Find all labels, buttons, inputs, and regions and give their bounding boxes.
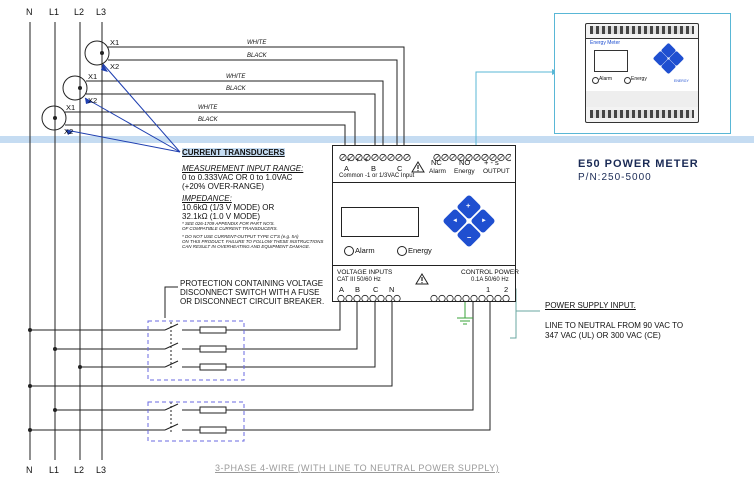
cat-rating-label: CAT III 50/60 Hz bbox=[337, 277, 381, 283]
current-transducers-title: CURRENT TRANSDUCERS bbox=[182, 148, 285, 157]
voltage-inputs-label: VOLTAGE INPUTS bbox=[337, 269, 393, 276]
ct2-black-label: BLACK bbox=[226, 86, 246, 92]
control-rating-label: 0.1A 50/60 Hz bbox=[471, 277, 509, 283]
alarm-label: Alarm bbox=[429, 168, 446, 175]
ct1-x2: X2 bbox=[110, 62, 120, 71]
alarm-led bbox=[344, 246, 354, 256]
power-supply-description: LINE TO NEUTRAL FROM 90 VAC TO 347 VAC (… bbox=[545, 321, 684, 340]
warning-icon bbox=[415, 273, 429, 285]
bus-label-n-bottom: N bbox=[26, 465, 33, 475]
alarm-nc: NC bbox=[431, 158, 442, 167]
voltage-terminal-b: B bbox=[355, 285, 361, 294]
voltage-terminal-a: A bbox=[339, 285, 345, 294]
meter-display bbox=[341, 207, 419, 237]
measurement-heading: MEASUREMENT INPUT RANGE: bbox=[182, 164, 304, 173]
energy-led-label: Energy bbox=[408, 246, 432, 255]
product-title: E50 POWER METER bbox=[578, 158, 699, 170]
meter-divider-bottom bbox=[333, 265, 515, 266]
thumb-face: Energy Meter Alarm Energy ENERGY bbox=[586, 38, 698, 92]
bus-label-n-top: N bbox=[26, 7, 33, 17]
thumb-bottom-terminals bbox=[590, 110, 694, 118]
protection-note: PROTECTION CONTAINING VOLTAGE DISCONNECT… bbox=[180, 279, 325, 306]
output-label: OUTPUT bbox=[483, 168, 510, 175]
ct1-x1: X1 bbox=[110, 38, 120, 47]
meter-thumbnail-frame: Energy Meter Alarm Energy ENERGY bbox=[554, 13, 731, 134]
control-terminal-1: 1 bbox=[486, 285, 491, 294]
thumb-energy-led bbox=[624, 77, 631, 84]
ct1-white-label: WHITE bbox=[247, 40, 267, 46]
ct1-black-label: BLACK bbox=[247, 53, 267, 59]
energy-led bbox=[397, 246, 407, 256]
bus-label-l3-bottom: L3 bbox=[96, 465, 107, 475]
common-input-label: Common -1 or 1/3VAC Input bbox=[339, 173, 415, 179]
minus-icon: − bbox=[467, 233, 472, 242]
alarm-no: NO bbox=[459, 158, 471, 167]
thumb-top-terminals bbox=[590, 26, 694, 34]
bus-label-l3-top: L3 bbox=[96, 7, 107, 17]
warning-icon bbox=[411, 161, 425, 173]
ct-note-warning: * DO NOT USE CURRENT-OUTPUT TYPE CT'S (e… bbox=[182, 234, 324, 249]
thumb-screen-label: Energy Meter bbox=[590, 40, 621, 46]
thumb-brand-label: ENERGY bbox=[674, 79, 689, 83]
left-arrow-icon: ◄ bbox=[452, 218, 458, 224]
diagram-footer: 3-PHASE 4-WIRE (WITH LINE TO NEUTRAL POW… bbox=[215, 463, 500, 473]
energy-label: Energy bbox=[454, 168, 475, 175]
top-terminal-b: B bbox=[371, 164, 377, 173]
thumb-alarm-label: Alarm bbox=[599, 76, 613, 82]
e50-meter: - + - + - + A B C Common -1 or 1/3VAC In… bbox=[332, 145, 519, 303]
thumb-alarm-led bbox=[592, 77, 599, 84]
power-supply-title: POWER SUPPLY INPUT. bbox=[545, 301, 636, 310]
ct3-x2: X2 bbox=[64, 127, 74, 136]
top-terminal-strip bbox=[337, 149, 513, 162]
top-terminal-polarity: - + - + - + bbox=[343, 158, 368, 164]
meter-thumbnail: Energy Meter Alarm Energy ENERGY bbox=[585, 23, 699, 123]
top-terminal-a: A bbox=[344, 164, 350, 173]
alarm-led-label: Alarm bbox=[355, 246, 375, 255]
ct3-white-label: WHITE bbox=[198, 105, 218, 111]
impedance-heading: IMPEDANCE: bbox=[182, 194, 232, 203]
thumb-energy-label: Energy bbox=[631, 76, 647, 82]
section-band bbox=[0, 136, 754, 143]
ct3-black-label: BLACK bbox=[198, 117, 218, 123]
top-terminal-c: C bbox=[397, 164, 403, 173]
ct2-x1: X1 bbox=[88, 72, 98, 81]
bus-label-l1-top: L1 bbox=[49, 7, 60, 17]
impedance-values: 10.6kΩ (1/3 V MODE) OR 32.1kΩ (1.0 V MOD… bbox=[182, 203, 275, 221]
voltage-terminal-n: N bbox=[389, 285, 395, 294]
bottom-terminal-strip bbox=[337, 294, 510, 303]
plus-icon: + bbox=[466, 201, 471, 210]
bus-label-l2-top: L2 bbox=[74, 7, 85, 17]
product-part-number: P/N:250-5000 bbox=[578, 172, 652, 183]
right-arrow-icon: ► bbox=[481, 218, 487, 224]
ct-note-appendix: * SEE 026-1709 APPENDIX FOR PART NO'S. O… bbox=[182, 221, 278, 231]
thumb-display bbox=[594, 50, 628, 72]
bus-label-l1-bottom: L1 bbox=[49, 465, 60, 475]
output-terminals: + - s bbox=[484, 158, 499, 167]
voltage-terminal-c: C bbox=[373, 285, 379, 294]
bus-label-l2-bottom: L2 bbox=[74, 465, 85, 475]
thumb-bottom-body bbox=[586, 91, 698, 107]
measurement-range: 0 to 0.333VAC OR 0 to 1.0VAC (+20% OVER-… bbox=[182, 173, 293, 191]
control-power-label: CONTROL POWER bbox=[461, 269, 519, 276]
control-terminal-2: 2 bbox=[504, 285, 509, 294]
ct2-white-label: WHITE bbox=[226, 74, 246, 80]
ct2-x2: X2 bbox=[88, 96, 98, 105]
meter-divider-top bbox=[333, 182, 515, 183]
ct3-x1: X1 bbox=[66, 103, 76, 112]
